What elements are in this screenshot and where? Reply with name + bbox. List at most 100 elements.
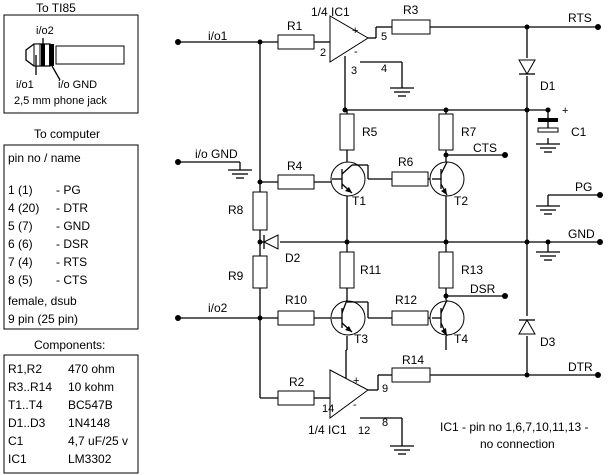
resistor-r7 [438,113,454,151]
labels: i/o1 i/o GND i/o2 RTS CTS PG GND DSR DTR… [195,3,595,451]
label-ic-bottom: 1/4 IC1 [308,423,347,437]
pin-number: 7 (4) [8,255,33,269]
component-ref: T1..T4 [8,398,43,412]
jack-io1-label: i/o1 [16,79,34,91]
pin-number: 4 (20) [8,201,39,215]
label-r10: R10 [285,293,307,307]
pin-header: pin no / name [8,151,81,165]
plus-top: + [352,25,358,37]
component-value: 4,7 uF/25 v [68,434,128,448]
ground-icon [536,251,560,261]
pin-9: 9 [382,383,388,395]
pin-name: - PG [56,183,81,197]
resistor-r4 [277,174,315,190]
connector-pins: 9 pin (25 pin) [8,312,78,326]
pin-name: - DTR [56,201,88,215]
minus-top: - [354,46,358,58]
resistor-r1 [277,34,315,50]
jack-io2-label: i/o2 [36,25,54,37]
computer-title: To computer [34,127,100,141]
computer-panel: To computer pin no / name 1 (1) - PG 4 (20… [3,127,139,330]
note-line-2: no connection [480,437,555,451]
components-frame [3,354,139,474]
resistors [252,19,454,406]
ground-icon [390,87,414,97]
pin-name: - RTS [56,255,87,269]
transistors [330,161,465,337]
label-gnd: GND [568,227,595,241]
pin-list: 1 (1) - PG 4 (20) - DTR 5 (7) - GND 6 (6) - DSR… [8,183,90,287]
label-ic-top: 1/4 IC1 [311,5,350,19]
diode-d2 [262,234,279,250]
comparator-bottom [329,369,369,419]
label-io-gnd: i/o GND [195,147,238,161]
jack-caption: 2,5 mm phone jack [14,95,107,107]
component-value: 10 kohm [68,380,114,394]
components-title: Components: [34,338,105,352]
label-c1: C1 [571,125,587,139]
component-ref: IC1 [8,452,27,466]
transistor-t3 [330,299,369,336]
label-io2: i/o2 [208,301,228,315]
resistor-r2 [277,390,315,406]
component-value: 1N4148 [68,416,110,430]
comparator-top [329,15,369,63]
pin-12: 12 [358,425,370,437]
label-rts: RTS [568,11,592,25]
diode-d1 [518,59,536,76]
label-r13: R13 [461,263,483,277]
label-d3: D3 [540,335,556,349]
pin-number: 6 (6) [8,237,33,251]
pin-number: 1 (1) [8,183,33,197]
label-r1: R1 [287,19,303,33]
jack-frame [3,14,139,114]
label-t1: T1 [352,194,366,208]
pin-2: 2 [320,47,326,59]
label-cts: CTS [473,141,497,155]
ground-icon [536,205,560,215]
label-d1: D1 [540,79,556,93]
wires [178,26,600,446]
pin-name: - DSR [56,237,89,251]
component-value: BC547B [68,398,113,412]
transistor-t1 [330,161,369,197]
label-r9: R9 [228,269,244,283]
component-value: 470 ohm [68,362,115,376]
label-r11: R11 [360,263,381,277]
phone-jack-icon [25,38,125,81]
resistor-r6 [391,171,429,187]
resistor-r3 [391,19,431,35]
label-r5: R5 [362,125,378,139]
ground-icons [228,87,560,455]
label-r2: R2 [289,375,305,389]
pin-name: - GND [56,219,90,233]
resistor-r5 [339,113,355,151]
connector-type: female, dsub [8,294,77,308]
ground-icon [228,169,252,179]
transistor-t2 [429,161,465,197]
component-value: LM3302 [68,452,112,466]
resistor-r14 [391,367,431,383]
component-ref: R3..R14 [8,380,52,394]
label-dsr: DSR [470,282,496,296]
label-r8: R8 [228,203,244,217]
resistor-r9 [252,255,268,289]
pin-3: 3 [351,65,357,77]
label-t3: T3 [354,332,368,346]
label-pg: PG [575,180,592,194]
jack-gnd-label: i/o GND [58,79,97,91]
resistor-r12 [391,310,429,326]
ground-icon [390,445,414,455]
pin-4: 4 [381,63,387,75]
label-io1: i/o1 [208,29,228,43]
label-t2: T2 [454,194,468,208]
pin-name: - CTS [56,273,87,287]
pin-number: 8 (5) [8,273,33,287]
resistor-r8 [252,191,268,231]
pin-number: 5 (7) [8,219,33,233]
capacitor-c1 [537,118,559,133]
label-r3: R3 [403,3,419,17]
transistor-t4 [429,299,465,337]
component-ref: C1 [8,434,24,448]
